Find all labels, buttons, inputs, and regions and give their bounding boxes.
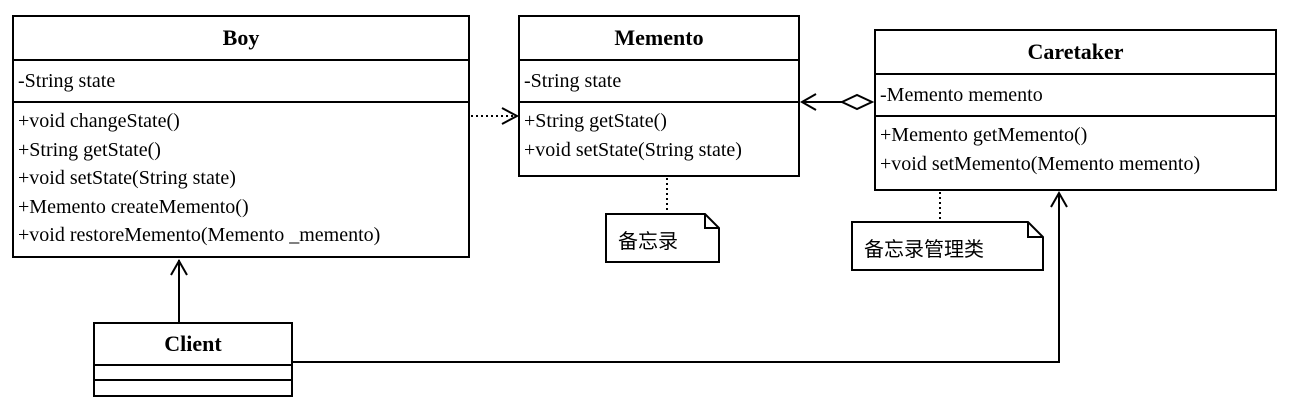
class-boy-name: Boy <box>14 17 468 61</box>
class-boy: Boy -String state +void changeState() +S… <box>12 15 470 258</box>
class-boy-operation: +void setState(String state) <box>18 167 236 189</box>
class-client: Client <box>93 322 293 397</box>
class-memento-name: Memento <box>520 17 798 61</box>
class-caretaker-operations: +Memento getMemento() +void setMemento(M… <box>876 117 1275 178</box>
class-caretaker-name: Caretaker <box>876 31 1275 75</box>
caretaker-note-text: 备忘录管理类 <box>864 237 984 261</box>
class-client-attributes <box>95 366 291 381</box>
class-caretaker: Caretaker -Memento memento +Memento getM… <box>874 29 1277 191</box>
class-caretaker-attribute: -Memento memento <box>880 83 1043 106</box>
class-memento-attribute: -String state <box>524 69 622 92</box>
class-boy-operations: +void changeState() +String getState() +… <box>14 103 468 250</box>
class-boy-operation: +String getState() <box>18 138 161 161</box>
class-memento-operation: +void setState(String state) <box>524 138 742 161</box>
class-boy-attribute: -String state <box>18 69 116 92</box>
caretaker-note-shape <box>851 192 1044 271</box>
class-boy-operation: +Memento createMemento() <box>18 195 249 218</box>
class-memento-attributes: -String state <box>520 61 798 103</box>
class-memento-operations: +String getState() +void setState(String… <box>520 103 798 164</box>
client-caretaker-association <box>293 190 1068 363</box>
class-caretaker-operation: +Memento getMemento() <box>880 124 1088 146</box>
class-client-name: Client <box>95 324 291 366</box>
class-caretaker-operation: +void setMemento(Memento memento) <box>880 152 1201 175</box>
class-boy-operation: +void changeState() <box>18 110 180 132</box>
class-boy-attributes: -String state <box>14 61 468 103</box>
memento-note-text: 备忘录 <box>618 229 678 253</box>
class-memento-operation: +String getState() <box>524 110 667 132</box>
class-boy-operation: +void restoreMemento(Memento _memento) <box>18 224 381 246</box>
class-caretaker-attributes: -Memento memento <box>876 75 1275 117</box>
client-boy-association <box>170 258 188 322</box>
caretaker-memento-aggregation <box>799 93 875 111</box>
boy-memento-dependency <box>471 107 520 125</box>
memento-note-shape <box>605 178 720 263</box>
class-memento: Memento -String state +String getState()… <box>518 15 800 177</box>
